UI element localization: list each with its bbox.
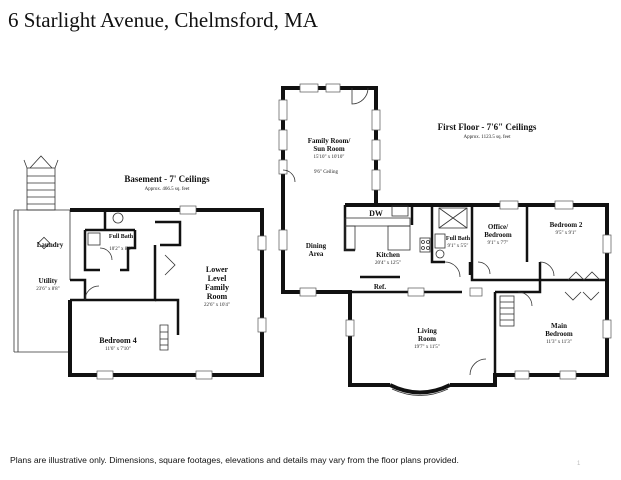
family-room-label-1: Family Room/ (308, 137, 352, 145)
utility-walls (13, 209, 71, 353)
basement-stairs (159, 324, 169, 351)
bedroom4-dim: 11'6" x 7'10" (105, 347, 131, 352)
utility-label: Utility (38, 277, 58, 285)
living-bay-window (389, 383, 451, 395)
first-floor-header: First Floor - 7'6" Ceilings (438, 122, 537, 132)
office-label-1: Office/ (488, 223, 509, 231)
footer-mark: 1 (577, 461, 581, 467)
family-room-label-2: Sun Room (313, 145, 344, 153)
kitchen-dim: 20'4" x 12'5" (375, 261, 401, 266)
first-bath-label: Full Bath (446, 236, 471, 242)
basement-plan: Basement - 7' Ceilings Approx. 466.5 sq.… (13, 155, 267, 380)
bedroom2-label: Bedroom 2 (550, 221, 583, 229)
disclaimer: Plans are illustrative only. Dimensions,… (10, 455, 459, 465)
main-bedroom-label-2: Bedroom (545, 330, 573, 338)
utility-dim: 23'6" x 8'8" (36, 287, 59, 292)
exterior-stairs (23, 155, 59, 211)
ref-label: Ref. (374, 283, 386, 291)
main-bedroom-label-1: Main (551, 322, 567, 330)
basement-header: Basement - 7' Ceilings (124, 174, 210, 184)
lower-family-label-1: Lower (206, 265, 229, 274)
basement-area: Approx. 466.5 sq. feet (145, 187, 190, 192)
basement-bath-dim: 10'2" x 8'4" (109, 247, 132, 252)
interior-stairs (499, 295, 515, 327)
office-label-2: Bedroom (484, 231, 512, 239)
toilet-icon (112, 212, 124, 224)
first-bath-dim: 9'1" x 5'5" (448, 244, 469, 249)
lower-family-label-2: Level (208, 274, 227, 283)
first-floor-area: Approx. 1123.5 sq. feet (463, 135, 511, 140)
laundry-label: Laundry (37, 241, 64, 249)
living-dim: 19'7" x 11'5" (414, 345, 440, 350)
living-label-2: Room (418, 335, 436, 343)
dining-label-2: Area (309, 250, 324, 258)
page-title: 6 Starlight Avenue, Chelmsford, MA (8, 8, 318, 32)
lower-family-dim: 22'6" x 10'4" (204, 303, 230, 308)
shower-icon (87, 232, 101, 246)
basement-exterior-wall (68, 208, 264, 377)
bedroom2-dim: 9'5" x 9'1" (556, 231, 577, 236)
family-room-dim: 15'10" x 10'10" (314, 155, 345, 160)
office-dim: 9'1" x 7'7" (488, 241, 509, 246)
dining-label-1: Dining (306, 242, 327, 250)
basement-bath-label-1: Full Bath (109, 234, 134, 240)
family-room-ceiling: 9'6" Ceiling (314, 170, 338, 175)
lower-family-label-3: Family (205, 283, 229, 292)
bedroom4-label: Bedroom 4 (99, 336, 136, 345)
main-bedroom-dim: 11'3" x 11'3" (546, 340, 572, 345)
first-floor-plan: First Floor - 7'6" Ceilings Approx. 1123… (278, 83, 612, 396)
lower-family-label-4: Room (207, 292, 228, 301)
kitchen-label: Kitchen (376, 251, 400, 259)
dishwasher-label: DW (369, 209, 383, 218)
living-label-1: Living (417, 327, 437, 335)
